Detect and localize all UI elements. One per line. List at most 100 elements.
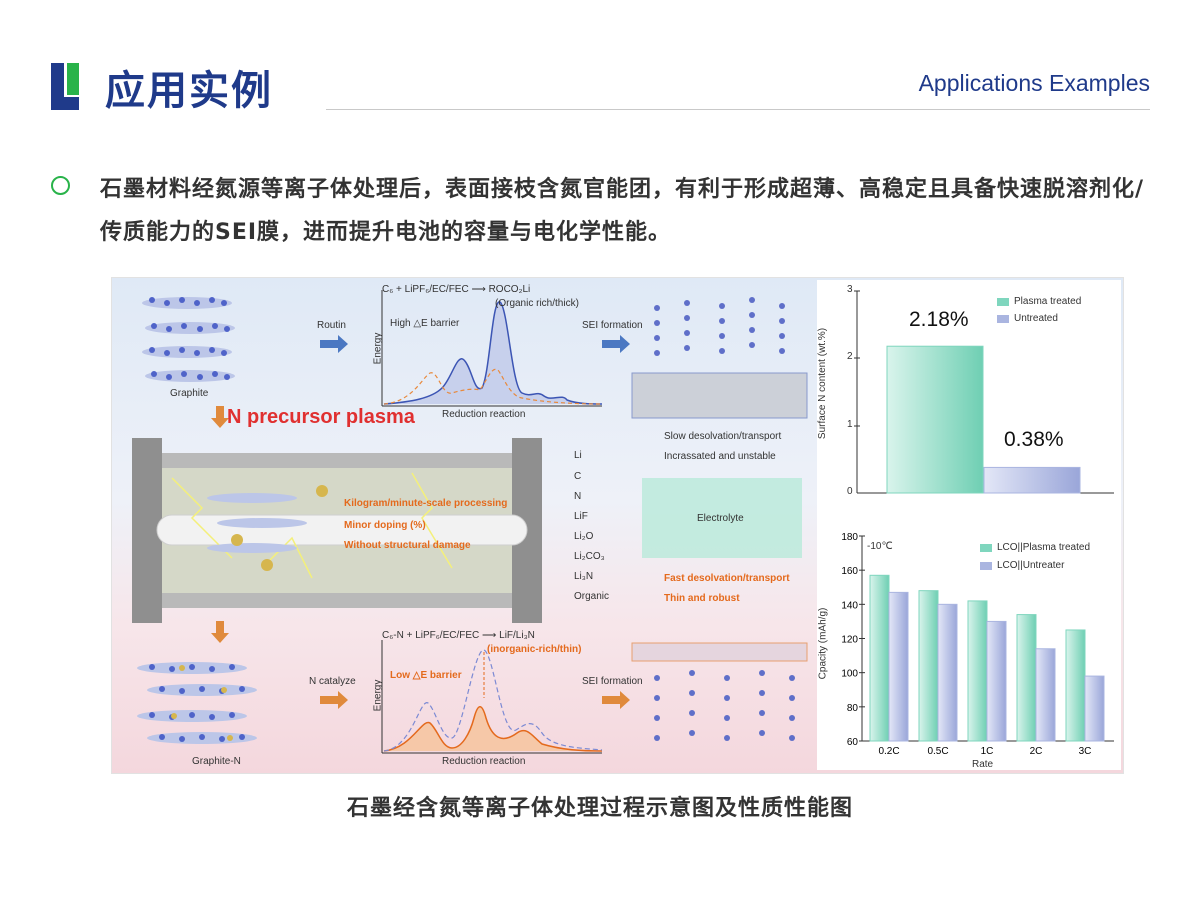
logo-mark-base <box>51 97 79 110</box>
reduction-axis-label-top: Reduction reaction <box>442 409 526 420</box>
legend-li: Li <box>574 450 582 461</box>
plasma-reactor-icon <box>132 438 542 623</box>
feature-2: Minor doping (%) <box>344 520 426 531</box>
top-product-label: (Organic rich/thick) <box>495 298 579 309</box>
chart2-ytick-120: 120 <box>841 635 858 646</box>
bottom-product-label: (inorganic-rich/thin) <box>487 644 582 655</box>
sei-formation-label-bottom: SEI formation <box>582 676 643 687</box>
arrow-right-icon <box>602 335 630 353</box>
energy-axis-label-top: Energy <box>372 332 384 365</box>
feature-1: Kilogram/minute-scale processing <box>344 498 508 509</box>
page-subtitle: Applications Examples <box>918 70 1150 96</box>
electrolyte-box <box>642 478 802 558</box>
header-divider <box>326 109 1150 110</box>
chart1-legend-swatch-plasma <box>997 298 1009 306</box>
chart1-bar-plasma <box>886 345 984 494</box>
high-barrier-label: High △E barrier <box>390 318 460 329</box>
bottom-reaction-label: C₆-N + LiPF₆/EC/FEC ⟶ LiF/Li₃N <box>382 630 535 641</box>
sei-structure-bottom <box>631 642 808 741</box>
graphite-layers-icon <box>142 297 235 382</box>
top-reaction-label: C₆ + LiPF₆/EC/FEC ⟶ ROCO₂Li <box>382 284 531 295</box>
routin-label: Routin <box>317 320 346 331</box>
legend-organic: Organic <box>574 591 610 602</box>
chart2-legend-untreated: LCO||Untreater <box>997 560 1065 571</box>
chart1-value-label-untreated: 0.38% <box>1004 428 1064 451</box>
legend-lif: LiF <box>574 511 588 522</box>
bottom-note-1: Fast desolvation/transport <box>664 573 790 584</box>
chart2-ytick-140: 140 <box>841 600 858 611</box>
body-paragraph: 石墨材料经氮源等离子体处理后，表面接枝含氮官能团，有利于形成超薄、高稳定且具备快… <box>100 177 1145 245</box>
chart2-bar-2C-untreated <box>1035 648 1056 742</box>
chart2-xtick-1C: 1C <box>981 746 994 757</box>
chart1-ytick-3: 3 <box>847 284 853 295</box>
top-note-1: Slow desolvation/transport <box>664 431 782 442</box>
legend-c: C <box>574 471 582 482</box>
chart2-bar-0.5C-plasma <box>918 590 939 742</box>
energy-plot-top <box>381 290 603 407</box>
chart1-legend-plasma: Plasma treated <box>1014 296 1082 307</box>
chart2-xtick-0.5C: 0.5C <box>927 746 948 757</box>
figure-caption: 石墨经含氮等离子体处理过程示意图及性质性能图 <box>346 796 853 821</box>
chart2-xtick-3C: 3C <box>1079 746 1092 757</box>
chart-nitrogen-bars <box>886 345 1081 494</box>
chart2-xtick-0.2C: 0.2C <box>878 746 899 757</box>
chart1-value-label-plasma: 2.18% <box>909 308 969 331</box>
feature-3: Without structural damage <box>344 540 471 551</box>
graphite-label: Graphite <box>170 388 209 399</box>
arrow-right-icon <box>320 335 348 353</box>
chart2-ytick-80: 80 <box>847 703 859 714</box>
chart2-bar-2C-plasma <box>1016 614 1037 742</box>
legend-li3n: Li₃N <box>574 571 594 582</box>
chart2-ytick-180: 180 <box>841 532 858 543</box>
chart2-bar-0.5C-untreated <box>937 603 958 742</box>
chart2-bar-3C-untreated <box>1084 675 1105 742</box>
plasma-label: N precursor plasma <box>227 406 415 428</box>
reduction-axis-label-bottom: Reduction reaction <box>442 756 526 767</box>
n-catalyze-label: N catalyze <box>309 676 356 687</box>
legend-n: N <box>574 491 582 502</box>
arrow-right-icon <box>320 691 348 709</box>
sei-formation-label-top: SEI formation <box>582 320 643 331</box>
chart2-annotation: -10℃ <box>867 541 893 552</box>
arrow-down-icon <box>211 621 229 643</box>
chart2-legend-swatch-untreated <box>980 562 992 570</box>
chart2-legend-plasma: LCO||Plasma treated <box>997 542 1091 553</box>
legend-li2co3: Li₂CO₃ <box>574 551 605 562</box>
bullet-circle-icon <box>51 176 70 195</box>
chart2-bar-1C-untreated <box>986 620 1007 742</box>
chart2-xtick-2C: 2C <box>1030 746 1043 757</box>
energy-axis-label-bottom: Energy <box>372 679 384 712</box>
bottom-note-2: Thin and robust <box>664 593 740 604</box>
chart2-ylabel: Cpacity (mAh/g) <box>817 607 829 680</box>
electrolyte-label: Electrolyte <box>697 513 744 524</box>
chart1-legend-swatch-untreated <box>997 315 1009 323</box>
chart2-bar-3C-plasma <box>1065 629 1086 742</box>
chart1-ytick-1: 1 <box>847 419 853 430</box>
chart2-ytick-100: 100 <box>841 669 858 680</box>
chart2-bar-0.2C-plasma <box>869 574 890 742</box>
sei-structure-top <box>631 297 808 419</box>
arrow-down-icon <box>211 406 229 428</box>
chart2-bar-1C-plasma <box>967 600 988 742</box>
low-barrier-label: Low △E barrier <box>390 670 462 681</box>
page-title: 应用实例 <box>105 68 273 114</box>
chart2-ytick-60: 60 <box>847 737 859 748</box>
arrow-right-icon <box>602 691 630 709</box>
chart1-ylabel: Surface N content (wt.%) <box>817 327 829 440</box>
chart1-bar-untreated <box>983 466 1081 494</box>
chart1-ytick-2: 2 <box>847 351 853 362</box>
graphite-n-layers-icon <box>137 662 257 744</box>
energy-plot-bottom <box>381 640 603 754</box>
chart2-ytick-160: 160 <box>841 566 858 577</box>
chart2-legend-swatch-plasma <box>980 544 992 552</box>
chart1-ytick-0: 0 <box>847 486 853 497</box>
chart1-legend-untreated: Untreated <box>1014 313 1058 324</box>
chart2-bar-0.2C-untreated <box>888 591 909 742</box>
logo-mark-green <box>67 63 79 95</box>
legend-li2o: Li₂O <box>574 531 594 542</box>
chart2-xlabel: Rate <box>972 759 994 770</box>
chart-capacity-bars: 0.2C 0.5C 1C 2C 3C 60 80 100 120 140 160 180 <box>841 532 1105 757</box>
graphite-n-label: Graphite-N <box>192 756 241 767</box>
